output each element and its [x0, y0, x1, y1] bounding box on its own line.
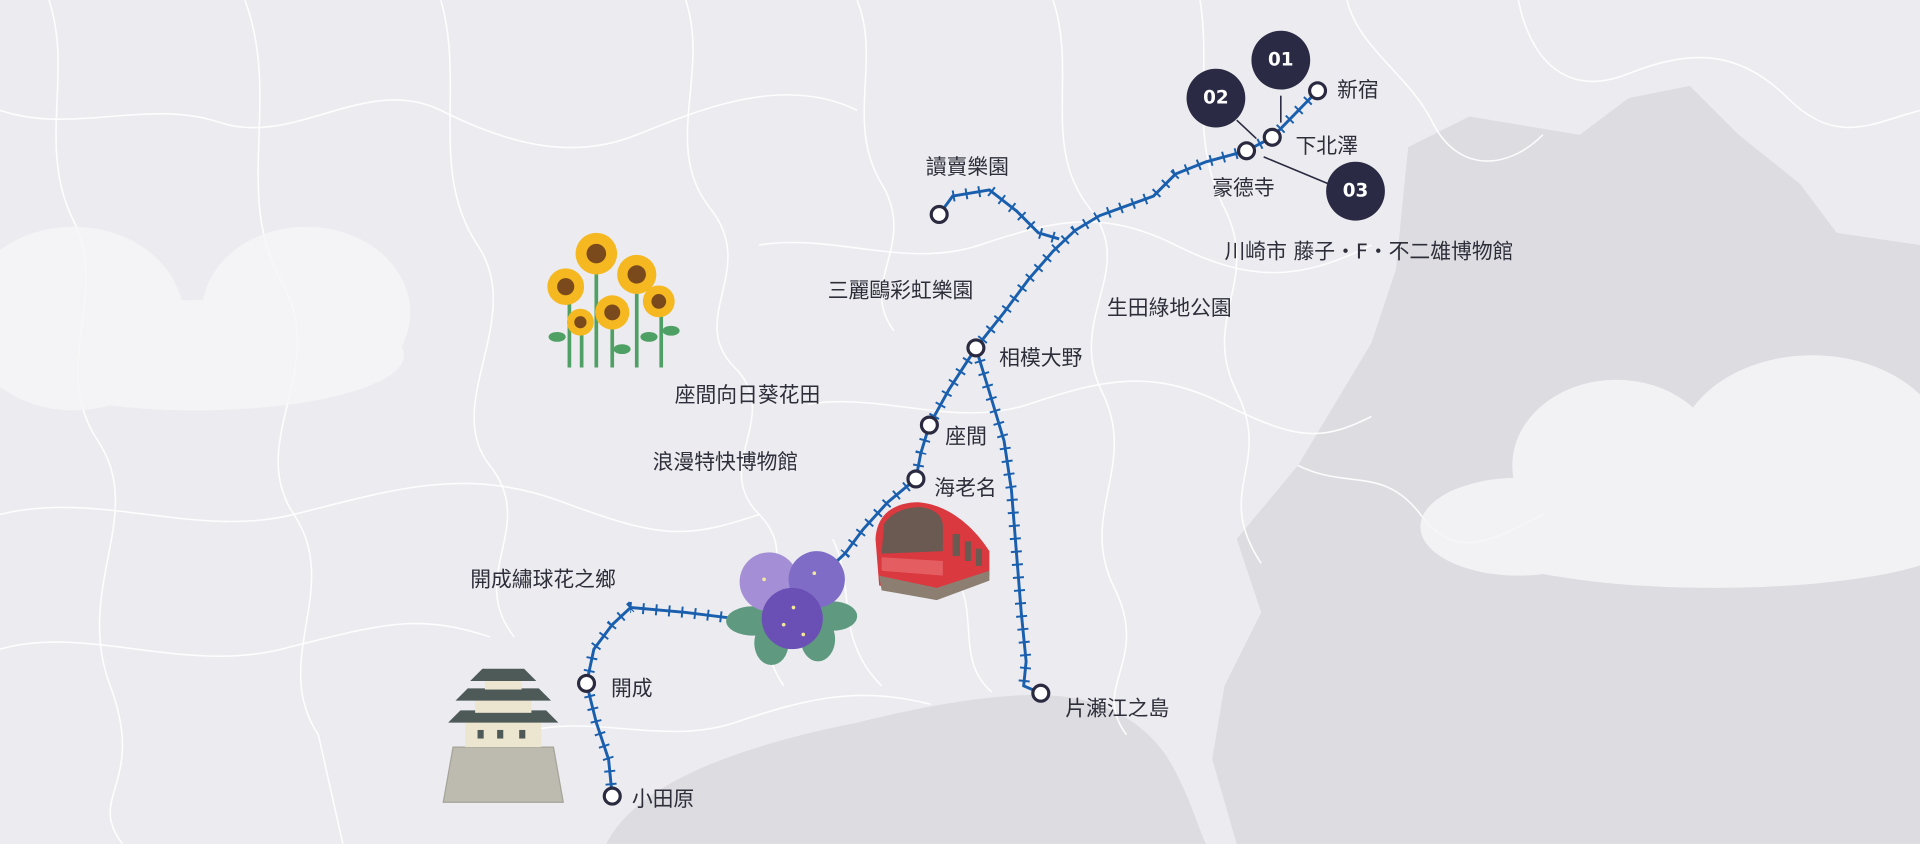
- station-zama[interactable]: [919, 415, 939, 435]
- label-yomiuriland: 讀賣樂園: [926, 155, 1009, 179]
- station-odawara[interactable]: [602, 786, 622, 806]
- station-labels: 新宿 下北澤 豪德寺 讀賣樂園 相模大野 座間 海老名 開成 小田原 片瀬江之島: [611, 78, 1379, 811]
- label-shimokitazawa: 下北澤: [1296, 134, 1358, 158]
- cloud-right: [1420, 355, 1920, 588]
- badge-01[interactable]: 01: [1251, 30, 1311, 90]
- station-katase-enoshima[interactable]: [1031, 683, 1051, 703]
- label-fujiko-museum: 川崎市 藤子・F・不二雄博物館: [1224, 240, 1513, 264]
- station-shimokitazawa[interactable]: [1262, 127, 1282, 147]
- label-ikuta-park: 生田綠地公園: [1107, 296, 1232, 320]
- station-sagami-ono[interactable]: [966, 338, 986, 358]
- sunflower-icon: [547, 232, 680, 368]
- tama-line: [937, 188, 1060, 241]
- label-kaisei-hydrangea: 開成繡球花之鄉: [470, 568, 616, 592]
- label-sanrio-puroland: 三麗鷗彩虹樂園: [828, 279, 974, 303]
- badge-leaders: [1236, 95, 1329, 185]
- attraction-labels: 川崎市 藤子・F・不二雄博物館 三麗鷗彩虹樂園 生田綠地公園 座間向日葵花田 浪…: [470, 240, 1513, 592]
- romancecar-train-icon: [875, 502, 990, 601]
- hydrangea-icon: [726, 551, 858, 666]
- label-zama: 座間: [945, 424, 987, 448]
- label-kaisei: 開成: [611, 677, 653, 701]
- label-zama-sunflower: 座間向日葵花田: [675, 383, 821, 407]
- station-gotokuji[interactable]: [1236, 141, 1257, 161]
- odawara-castle-icon: [442, 668, 564, 803]
- station-shinjuku[interactable]: [1308, 81, 1328, 101]
- station-ebina[interactable]: [906, 469, 926, 489]
- svg-text:02: 02: [1203, 88, 1229, 109]
- label-gotokuji: 豪德寺: [1212, 176, 1274, 200]
- label-katase-enoshima: 片瀬江之島: [1065, 696, 1169, 720]
- label-ebina: 海老名: [934, 476, 996, 500]
- badge-02[interactable]: 02: [1186, 68, 1246, 128]
- station-kaisei[interactable]: [576, 673, 597, 693]
- svg-text:03: 03: [1343, 181, 1369, 202]
- station-yomiuriland[interactable]: [929, 204, 949, 224]
- label-shinjuku: 新宿: [1337, 78, 1379, 102]
- label-romancecar-museum: 浪漫特快博物館: [653, 450, 799, 474]
- rail-lines: [580, 86, 1322, 797]
- cloud-left: [0, 226, 411, 411]
- stations: [576, 81, 1328, 806]
- label-sagami-ono: 相模大野: [999, 346, 1082, 370]
- label-odawara: 小田原: [632, 787, 694, 811]
- svg-text:01: 01: [1268, 50, 1294, 71]
- badge-03[interactable]: 03: [1326, 161, 1385, 221]
